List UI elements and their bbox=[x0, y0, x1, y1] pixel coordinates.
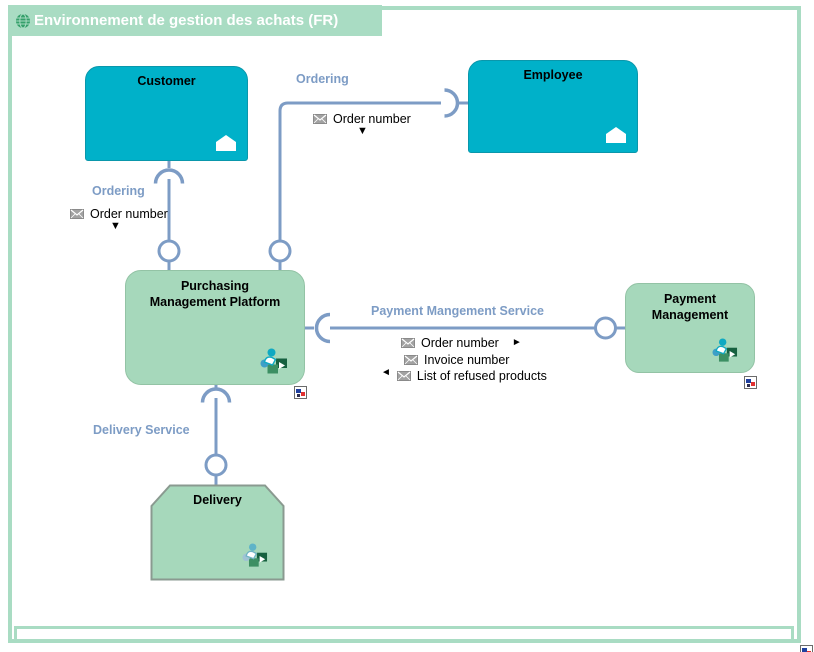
node-purchasing-platform[interactable]: Purchasing Management Platform bbox=[125, 270, 305, 385]
node-delivery[interactable]: Delivery bbox=[150, 484, 285, 581]
node-payment-management-label: Payment Management bbox=[651, 292, 729, 322]
node-delivery-label: Delivery bbox=[193, 493, 242, 507]
exchange-item-order-number-mid[interactable]: Order number ► bbox=[401, 336, 522, 350]
connection-delivery-service[interactable] bbox=[200, 385, 232, 486]
node-employee-label: Employee bbox=[523, 68, 583, 82]
envelope-icon bbox=[396, 371, 411, 381]
connection-ordering-customer[interactable] bbox=[153, 161, 185, 271]
operational-entity-icon bbox=[242, 543, 268, 567]
direction-down-arrow: ▼ bbox=[110, 220, 121, 232]
label-ordering-left[interactable]: Ordering bbox=[92, 184, 145, 198]
diagram-decorator-icon[interactable] bbox=[294, 386, 307, 399]
exchange-item-text: Invoice number bbox=[424, 353, 510, 367]
exchange-item-text: Order number bbox=[90, 207, 168, 221]
exchange-item-order-number-top[interactable]: Order number bbox=[313, 112, 411, 126]
operational-entity-icon bbox=[712, 338, 738, 362]
exchange-item-text: Order number bbox=[333, 112, 411, 126]
diagram-decorator-icon[interactable] bbox=[744, 376, 757, 389]
envelope-icon bbox=[404, 355, 418, 365]
node-employee[interactable]: Employee bbox=[468, 60, 638, 153]
label-delivery-service[interactable]: Delivery Service bbox=[93, 423, 190, 437]
node-purchasing-platform-label: Purchasing Management Platform bbox=[149, 279, 281, 309]
envelope-icon bbox=[401, 338, 415, 348]
envelope-icon bbox=[70, 209, 84, 219]
node-customer-label: Customer bbox=[137, 74, 196, 88]
exchange-item-text: List of refused products bbox=[416, 369, 547, 383]
exchange-item-order-number-left[interactable]: Order number bbox=[70, 207, 168, 221]
label-payment-service[interactable]: Payment Mangement Service bbox=[371, 304, 544, 318]
house-icon bbox=[606, 127, 626, 143]
diagram-title-bar[interactable]: Environnement de gestion des achats (FR) bbox=[8, 5, 382, 36]
exchange-item-text: Order number bbox=[421, 336, 499, 350]
page-decorator-icon bbox=[800, 645, 813, 652]
direction-right-arrow: ► bbox=[511, 337, 522, 348]
exchange-item-refused-products[interactable]: ◄ List of refused products bbox=[381, 367, 547, 384]
house-icon bbox=[216, 135, 236, 151]
label-ordering-top[interactable]: Ordering bbox=[296, 72, 349, 86]
exchange-item-invoice-number[interactable]: Invoice number bbox=[404, 353, 509, 367]
footer-strip bbox=[14, 626, 794, 642]
node-payment-management[interactable]: Payment Management bbox=[625, 283, 755, 373]
diagram-title: Environnement de gestion des achats (FR) bbox=[34, 12, 339, 29]
envelope-icon bbox=[313, 114, 327, 124]
connection-ordering-employee[interactable] bbox=[268, 88, 468, 271]
globe-icon bbox=[16, 13, 30, 28]
connection-payment-service[interactable] bbox=[305, 312, 625, 344]
direction-down-arrow: ▼ bbox=[357, 125, 368, 137]
node-customer[interactable]: Customer bbox=[85, 66, 248, 161]
direction-left-arrow: ◄ bbox=[381, 367, 391, 378]
operational-entity-icon bbox=[260, 348, 287, 374]
